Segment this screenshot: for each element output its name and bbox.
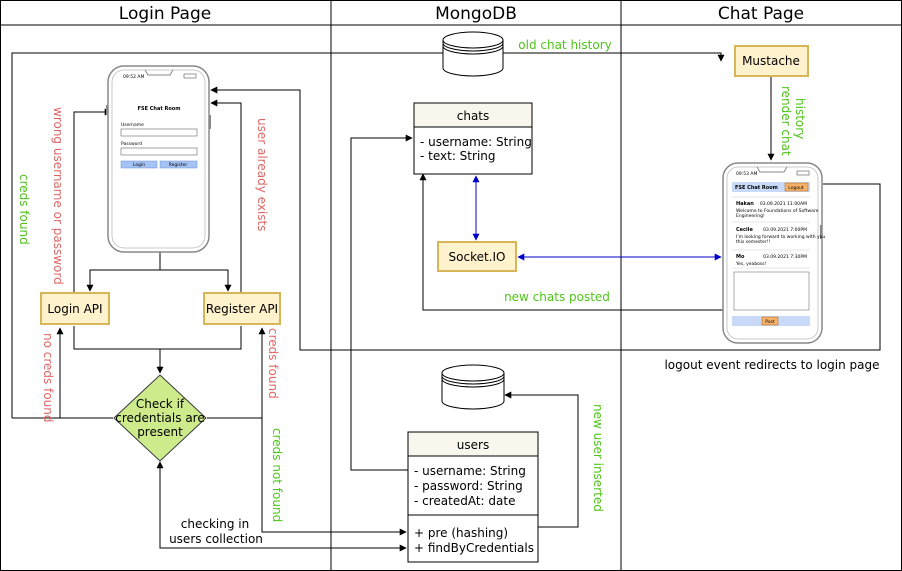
arrow-old-chat-history [11,52,725,418]
chat-msg-date-3: 03.09.2021 7:30PM [763,254,807,260]
post-button-label: Post [765,319,775,325]
chats-database-icon [442,31,504,77]
arrow-new-chats-posted [419,173,723,311]
login-phone-mockup: 09:52 AM FSE Chat Room Username Password… [106,65,211,253]
login-api-label: Login API [47,302,102,316]
socketio-label: Socket.IO [449,250,506,264]
label-render-line-1: render chat [779,86,793,156]
lane-title-mongodb: MongoDB [435,4,517,24]
label-creds-not-found: creds not found [270,428,284,522]
chat-msg-text-1a: Welcome to Foundations of Software [736,208,819,214]
label-no-creds-found: no creds found [41,333,55,423]
register-api-label: Register API [206,302,278,316]
arrow-new-user-inserted [504,391,579,528]
users-method-pre: + pre (hashing) [414,526,508,540]
arrow-wrong-credentials [73,108,112,293]
chats-field-username: - username: String [420,135,532,149]
users-field-createdat: - createdAt: date [414,494,515,508]
label-user-exists: user already exists [255,118,269,231]
users-method-findbycredentials: + findByCredentials [414,541,534,555]
check-line-1: Check if [136,397,185,411]
chat-msg-user-3: Mo [736,254,745,260]
chat-msg-user-2: Cecile [736,227,753,233]
arrow-phone-split [86,252,161,292]
arrow-user-exists [210,99,242,293]
logout-button-label: Logout [788,185,804,191]
mustache-label: Mustache [742,54,800,68]
arrow-apis-to-check [73,326,242,350]
chat-phone-time: 09:53 AM [736,171,757,177]
label-old-chat-history: old chat history [518,38,611,52]
users-schema-title: users [457,438,489,452]
socketio-box: Socket.IO [437,241,517,272]
chats-schema-title: chats [457,109,490,123]
users-schema: users - username: String - password: Str… [407,431,539,563]
label-render-line-2: history [793,98,807,139]
chat-msg-user-1: Hakan [736,201,754,207]
register-button[interactable] [159,160,198,169]
label-checking-line-2: users collection [169,532,263,546]
users-field-username: - username: String [414,464,526,478]
login-username-label: Username [121,122,144,128]
users-field-password: - password: String [414,479,523,493]
login-password-label: Password [121,141,142,147]
edge-labels: creds found wrong username or password u… [17,38,880,546]
chat-msg-date-1: 03.09.2021 11:00AM [760,201,807,207]
check-line-2: credentials are [115,411,204,425]
chat-message-input[interactable] [733,271,810,311]
label-logout-redirect: logout event redirects to login page [664,358,879,372]
post-button[interactable] [761,316,779,326]
chat-phone-title: FSE Chat Room [735,185,778,191]
chat-msg-text-3a: Yes, yeaboss! [735,261,767,267]
chats-schema: chats - username: String - text: String [413,102,533,175]
register-api-box: Register API [203,292,281,325]
label-new-chats-posted: new chats posted [504,290,610,304]
label-new-user-inserted: new user inserted [591,404,605,512]
login-api-box: Login API [40,292,110,325]
chat-phone-mockup: 09:53 AM FSE Chat Room Logout Hakan 03.0… [722,162,825,344]
chat-msg-date-2: 03.09.2021 7:00PM [763,227,807,233]
register-button-label: Register [169,162,188,168]
chat-msg-text-1b: Engineering! [736,213,765,219]
login-button-label: Login [133,162,145,168]
arrow-users-to-chats [350,134,413,471]
lane-title-login: Login Page [119,4,211,24]
chats-field-text: - text: String [420,149,496,163]
arrow-checking-users [156,461,407,552]
label-checking-line-1: checking in [181,517,249,531]
mustache-box: Mustache [734,45,809,77]
arrow-creds-found-register [207,327,266,419]
socket-connectors [472,175,722,261]
lane-title-chat: Chat Page [718,4,804,24]
login-button[interactable] [120,160,158,169]
check-line-3: present [137,425,183,439]
check-credentials-decision: Check if credentials are present [113,374,207,462]
login-password-input[interactable] [120,147,198,156]
login-username-input[interactable] [120,128,198,137]
label-wrong-credentials: wrong username or password [51,107,65,285]
connectors [11,52,881,552]
label-creds-found-left: creds found [17,174,31,245]
logout-button[interactable] [784,182,809,192]
arrow-logout-redirect [210,86,881,351]
login-phone-time: 09:52 AM [123,74,144,80]
chat-msg-text-2b: this semester!! [736,239,770,245]
login-phone-title: FSE Chat Room [138,106,181,112]
chat-msg-text-2a: I'm looking forward to working with you [736,234,825,240]
users-database-icon [441,364,505,410]
label-creds-found-right: creds found [266,328,280,399]
